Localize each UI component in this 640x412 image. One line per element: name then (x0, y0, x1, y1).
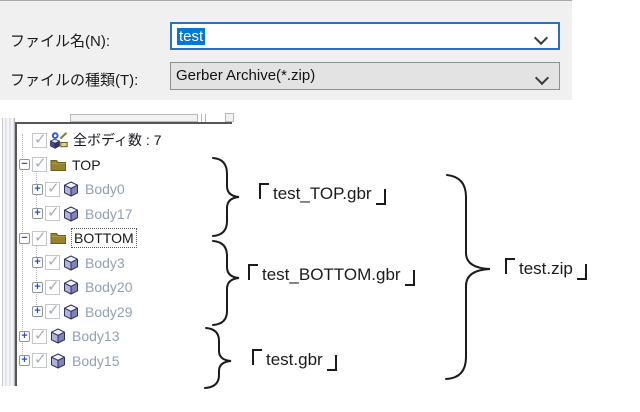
expander-toggle[interactable]: + (32, 183, 43, 195)
expander-toggle[interactable]: + (32, 306, 43, 318)
checkmark-icon: ✓ (34, 351, 47, 369)
checkmark-icon: ✓ (47, 179, 60, 197)
tree-rows: ✓ 全ボディ数 : 7 − ✓ (17, 128, 237, 373)
folder-icon (50, 230, 67, 246)
tree-row-label[interactable]: Body0 (85, 181, 125, 198)
annotation-root-group: test.gbr (252, 349, 337, 371)
tree-row-label[interactable]: Body20 (85, 279, 133, 296)
row-checkbox[interactable]: ✓ (45, 253, 60, 271)
expander-toggle[interactable]: + (32, 281, 43, 293)
folder-icon (50, 157, 67, 173)
checkmark-icon: ✓ (34, 228, 47, 246)
tree-row[interactable]: + ✓ Body0 (17, 177, 237, 202)
expander-toggle[interactable]: − (19, 232, 30, 244)
close-corner-bracket (375, 189, 386, 205)
selected-text: test (177, 28, 206, 45)
filetype-label: ファイルの種類(T): (10, 72, 139, 89)
tree-row-label[interactable]: Body29 (85, 303, 133, 320)
row-checkbox[interactable]: ✓ (45, 277, 60, 295)
row-checkbox[interactable]: ✓ (45, 204, 60, 222)
checkmark-icon: ✓ (47, 277, 60, 295)
tree-row[interactable]: + ✓ Body15 (17, 349, 237, 374)
open-corner-bracket (248, 264, 258, 280)
tree-row[interactable]: + ✓ Body29 (17, 300, 237, 325)
close-corner-bracket (326, 355, 337, 371)
expander-toggle[interactable]: + (19, 330, 30, 342)
tree-row-label[interactable]: TOP (72, 156, 101, 173)
tree-row[interactable]: + ✓ Body20 (17, 275, 237, 300)
scrollbar-nub[interactable] (225, 113, 234, 122)
tree-panel-border-top (15, 122, 232, 124)
row-checkbox[interactable]: ✓ (45, 179, 60, 197)
open-corner-bracket (252, 349, 262, 365)
cube-icon (50, 328, 67, 344)
close-corner-bracket (576, 264, 587, 280)
cube-icon (63, 181, 80, 197)
open-corner-bracket (259, 183, 269, 199)
open-corner-bracket (505, 258, 515, 274)
row-checkbox[interactable]: ✓ (32, 155, 47, 173)
checkmark-icon: ✓ (47, 204, 60, 222)
annotation-bottom-group: test_BOTTOM.gbr (248, 264, 415, 286)
close-corner-bracket (404, 270, 415, 286)
scrollbar-tick (201, 114, 206, 122)
brace-archive (445, 174, 491, 380)
checkmark-icon: ✓ (34, 326, 47, 344)
annotation-archive: test.zip (505, 258, 587, 280)
tree-row[interactable]: + ✓ Body17 (17, 202, 237, 227)
cube-icon (63, 304, 80, 320)
body-count-icon (49, 132, 68, 150)
save-dialog-panel: ファイル名(N): test ファイルの種類(T): Gerber Archiv… (0, 0, 572, 100)
tree-row-label[interactable]: Body17 (85, 205, 133, 222)
filetype-value: Gerber Archive(*.zip) (176, 67, 316, 84)
annotation-filename: test_TOP.gbr (273, 184, 372, 203)
tree-row[interactable]: + ✓ Body13 (17, 324, 237, 349)
expander-toggle[interactable]: + (32, 208, 43, 220)
tree-connector-bottom-group (36, 242, 37, 315)
tree-row-label[interactable]: Body13 (72, 328, 120, 345)
row-checkbox[interactable]: ✓ (32, 130, 47, 148)
annotation-filename: test_BOTTOM.gbr (262, 265, 401, 284)
cube-icon (50, 353, 67, 369)
row-checkbox[interactable]: ✓ (45, 302, 60, 320)
filetype-combobox[interactable]: Gerber Archive(*.zip) (170, 62, 560, 90)
tree-row[interactable]: − ✓ TOP (17, 153, 237, 178)
checkmark-icon: ✓ (47, 253, 60, 271)
cube-icon (63, 255, 80, 271)
tree-row-label[interactable]: 全ボディ数 : 7 (73, 132, 162, 149)
cube-icon (63, 206, 80, 222)
tree-connector-root (22, 134, 23, 362)
filename-value: test (177, 28, 206, 45)
horizontal-scrollbar[interactable] (70, 114, 198, 122)
cube-icon (63, 279, 80, 295)
filename-combobox[interactable]: test (170, 22, 560, 50)
tree-panel-border-left (15, 122, 17, 386)
annotation-filename: test.gbr (266, 350, 323, 369)
tree-row-label[interactable]: Body3 (85, 254, 125, 271)
tree-row[interactable]: ✓ 全ボディ数 : 7 (17, 128, 237, 153)
checkmark-icon: ✓ (34, 155, 47, 173)
expander-toggle[interactable]: + (19, 355, 30, 367)
row-checkbox[interactable]: ✓ (32, 351, 47, 369)
row-checkbox[interactable]: ✓ (32, 326, 47, 344)
tree-row-label[interactable]: BOTTOM (71, 228, 137, 249)
tree-row[interactable]: − ✓ BOTTOM (17, 226, 237, 251)
checkmark-icon: ✓ (34, 130, 47, 148)
tree-row-label[interactable]: Body15 (72, 352, 120, 369)
expander-toggle[interactable]: + (32, 257, 43, 269)
filename-label: ファイル名(N): (10, 33, 110, 50)
expander-toggle[interactable]: − (19, 159, 30, 171)
row-checkbox[interactable]: ✓ (32, 228, 47, 246)
chevron-down-icon[interactable] (534, 70, 550, 86)
vertical-scrollbar[interactable] (2, 118, 15, 386)
annotation-top-group: test_TOP.gbr (259, 183, 386, 205)
checkmark-icon: ✓ (47, 302, 60, 320)
tree-row[interactable]: + ✓ Body3 (17, 251, 237, 276)
annotation-filename: test.zip (519, 259, 573, 278)
chevron-down-icon[interactable] (533, 30, 549, 46)
